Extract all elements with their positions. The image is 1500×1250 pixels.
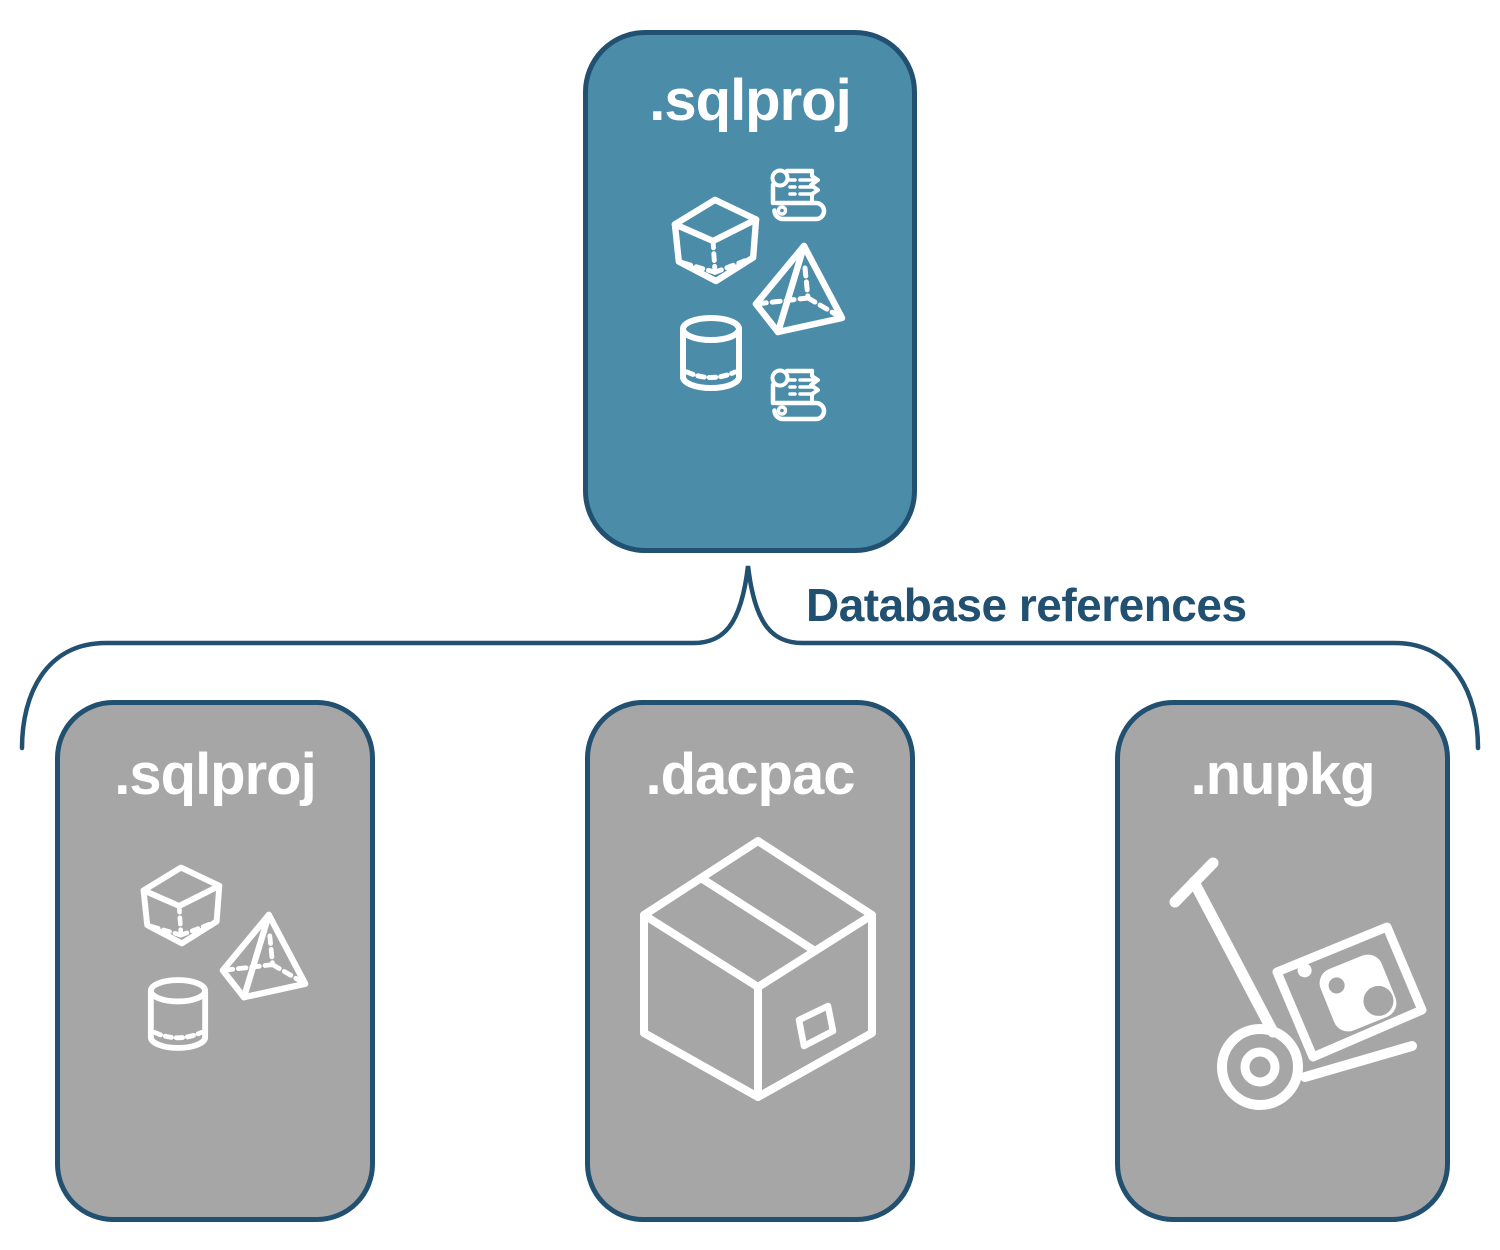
cylinder-icon — [680, 315, 742, 391]
node-child-nupkg: .nupkg — [1115, 700, 1450, 1222]
nuget-hand-truck-icon — [1169, 857, 1427, 1110]
cube-icon — [671, 196, 760, 285]
cylinder-icon — [147, 977, 209, 1051]
package-box-icon — [640, 837, 876, 1101]
scroll-icon — [770, 368, 827, 422]
node-child-sqlproj-title: .sqlproj — [114, 742, 316, 807]
node-child-sqlproj: .sqlproj — [55, 700, 375, 1222]
pyramid-icon — [752, 242, 846, 336]
cube-icon — [140, 864, 223, 947]
database-references-label: Database references — [806, 579, 1247, 631]
node-child-dacpac-title: .dacpac — [645, 742, 856, 807]
node-child-nupkg-title: .nupkg — [1190, 742, 1375, 807]
node-root-title: .sqlproj — [649, 68, 851, 133]
scroll-icon — [770, 168, 827, 222]
pyramid-icon — [219, 911, 309, 1001]
node-child-dacpac: .dacpac — [585, 700, 915, 1222]
node-root-sqlproj: .sqlproj — [583, 30, 917, 553]
